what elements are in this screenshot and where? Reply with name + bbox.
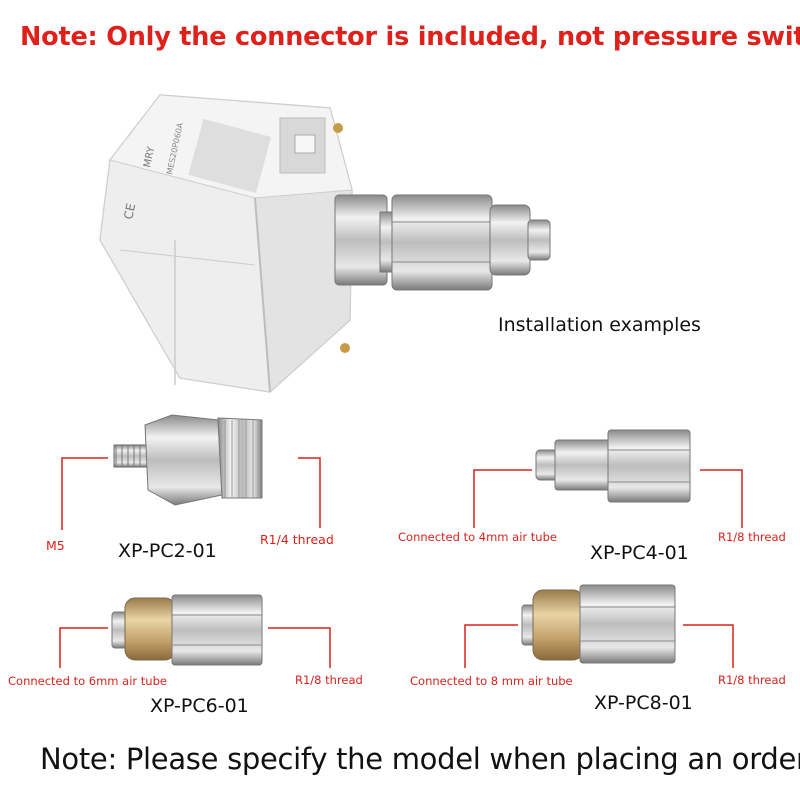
pc4-model: XP-PC4-01 xyxy=(590,542,689,564)
pc2-right-label: R1/4 thread xyxy=(260,532,334,547)
installation-label: Installation examples xyxy=(498,314,701,336)
device-ce-mark: CE xyxy=(121,202,138,221)
device-brand-text: MRY xyxy=(142,145,157,169)
pc4-left-label: Connected to 4mm air tube xyxy=(398,530,557,544)
pc8-model: XP-PC8-01 xyxy=(594,692,693,714)
fitting-pc6 xyxy=(111,594,263,666)
pc4-right-label: R1/8 thread xyxy=(718,530,786,544)
bottom-note: Note: Please specify the model when plac… xyxy=(40,742,800,776)
pc6-left-label: Connected to 6mm air tube xyxy=(8,674,167,688)
pc2-left-label: M5 xyxy=(46,538,65,553)
top-note: Note: Only the connector is included, no… xyxy=(20,22,800,52)
pc2-model: XP-PC2-01 xyxy=(118,540,217,562)
pc6-model: XP-PC6-01 xyxy=(150,695,249,717)
pc8-left-label: Connected to 8 mm air tube xyxy=(410,674,573,688)
installed-connector xyxy=(334,194,551,291)
leader-lines xyxy=(59,457,743,668)
fitting-pc2 xyxy=(113,414,263,506)
fitting-pc8 xyxy=(521,584,676,664)
pc6-right-label: R1/8 thread xyxy=(295,673,363,687)
fitting-pc4 xyxy=(535,429,691,503)
pc8-right-label: R1/8 thread xyxy=(718,673,786,687)
pressure-switch-device xyxy=(99,94,353,394)
